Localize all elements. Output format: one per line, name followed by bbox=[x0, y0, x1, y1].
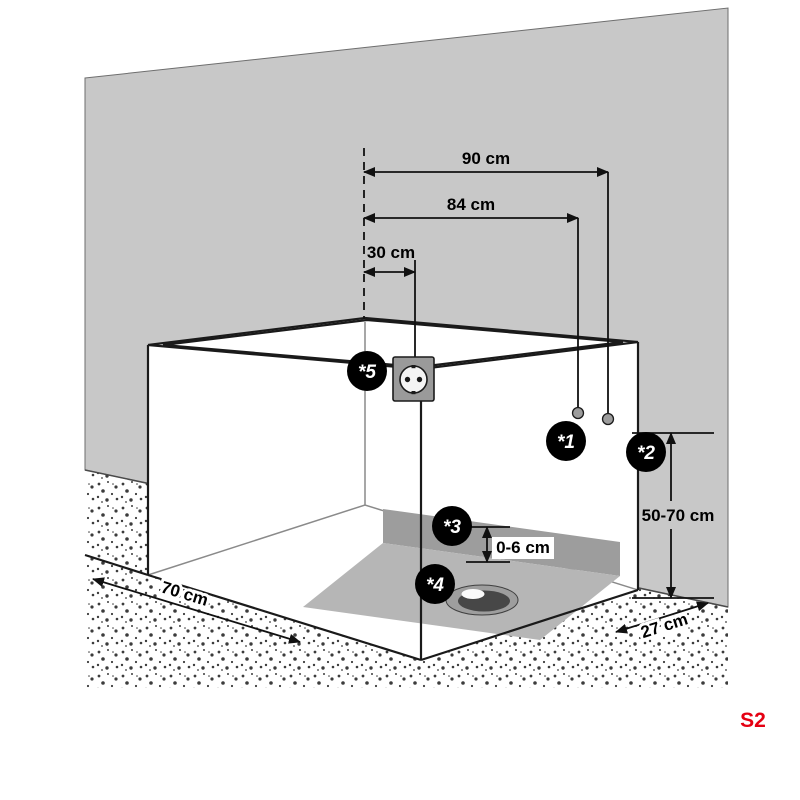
dim-84cm: 84 cm bbox=[363, 195, 579, 223]
connection-dot-1 bbox=[571, 406, 585, 420]
socket-pin-left bbox=[404, 376, 411, 383]
marker-1-circle bbox=[546, 421, 586, 461]
cabin-rim-inner bbox=[162, 318, 624, 369]
marker-4-label: *4 bbox=[426, 575, 444, 596]
dim-tray-height-label: 0-6 cm bbox=[496, 538, 550, 557]
marker-4-circle bbox=[415, 564, 455, 604]
marker-5: *5 bbox=[347, 351, 387, 391]
connection-dot-2 bbox=[601, 412, 615, 426]
marker-1: *1 bbox=[546, 421, 586, 461]
marker-4: *4 bbox=[415, 564, 455, 604]
dim-height-label: 50-70 cm bbox=[642, 506, 715, 525]
marker-3-circle bbox=[432, 506, 472, 546]
dim-30cm-label: 30 cm bbox=[367, 243, 415, 262]
figure-code: S2 bbox=[740, 709, 766, 732]
floor-edge-extension bbox=[84, 553, 149, 577]
power-socket-icon bbox=[392, 356, 435, 402]
marker-1-label: *1 bbox=[557, 432, 575, 453]
marker-2-label: *2 bbox=[637, 443, 655, 464]
dim-84cm-label: 84 cm bbox=[447, 195, 495, 214]
marker-3-label: *3 bbox=[443, 517, 461, 538]
dim-70cm-arrow bbox=[92, 577, 301, 644]
dim-tray-height: 0-6 cm bbox=[466, 526, 554, 563]
marker-5-label: *5 bbox=[358, 362, 376, 383]
dim-30cm: 30 cm bbox=[363, 243, 416, 277]
cabin-bottom-edge-right bbox=[420, 588, 639, 662]
marker-5-circle bbox=[347, 351, 387, 391]
marker-2: *2 bbox=[626, 432, 666, 472]
dim-tray-label-bg bbox=[492, 537, 554, 559]
socket-pin-right bbox=[416, 376, 423, 383]
drain-hole bbox=[461, 589, 485, 599]
marker-2-circle bbox=[626, 432, 666, 472]
socket-earth-top bbox=[411, 365, 416, 369]
dim-27cm-arrow bbox=[615, 601, 709, 634]
dim-90cm: 90 cm bbox=[363, 149, 609, 177]
drain-icon bbox=[445, 584, 519, 616]
marker-3: *3 bbox=[432, 506, 472, 546]
socket-well bbox=[399, 365, 428, 394]
dim-90cm-label: 90 cm bbox=[462, 149, 510, 168]
socket-earth-bottom bbox=[411, 391, 416, 395]
